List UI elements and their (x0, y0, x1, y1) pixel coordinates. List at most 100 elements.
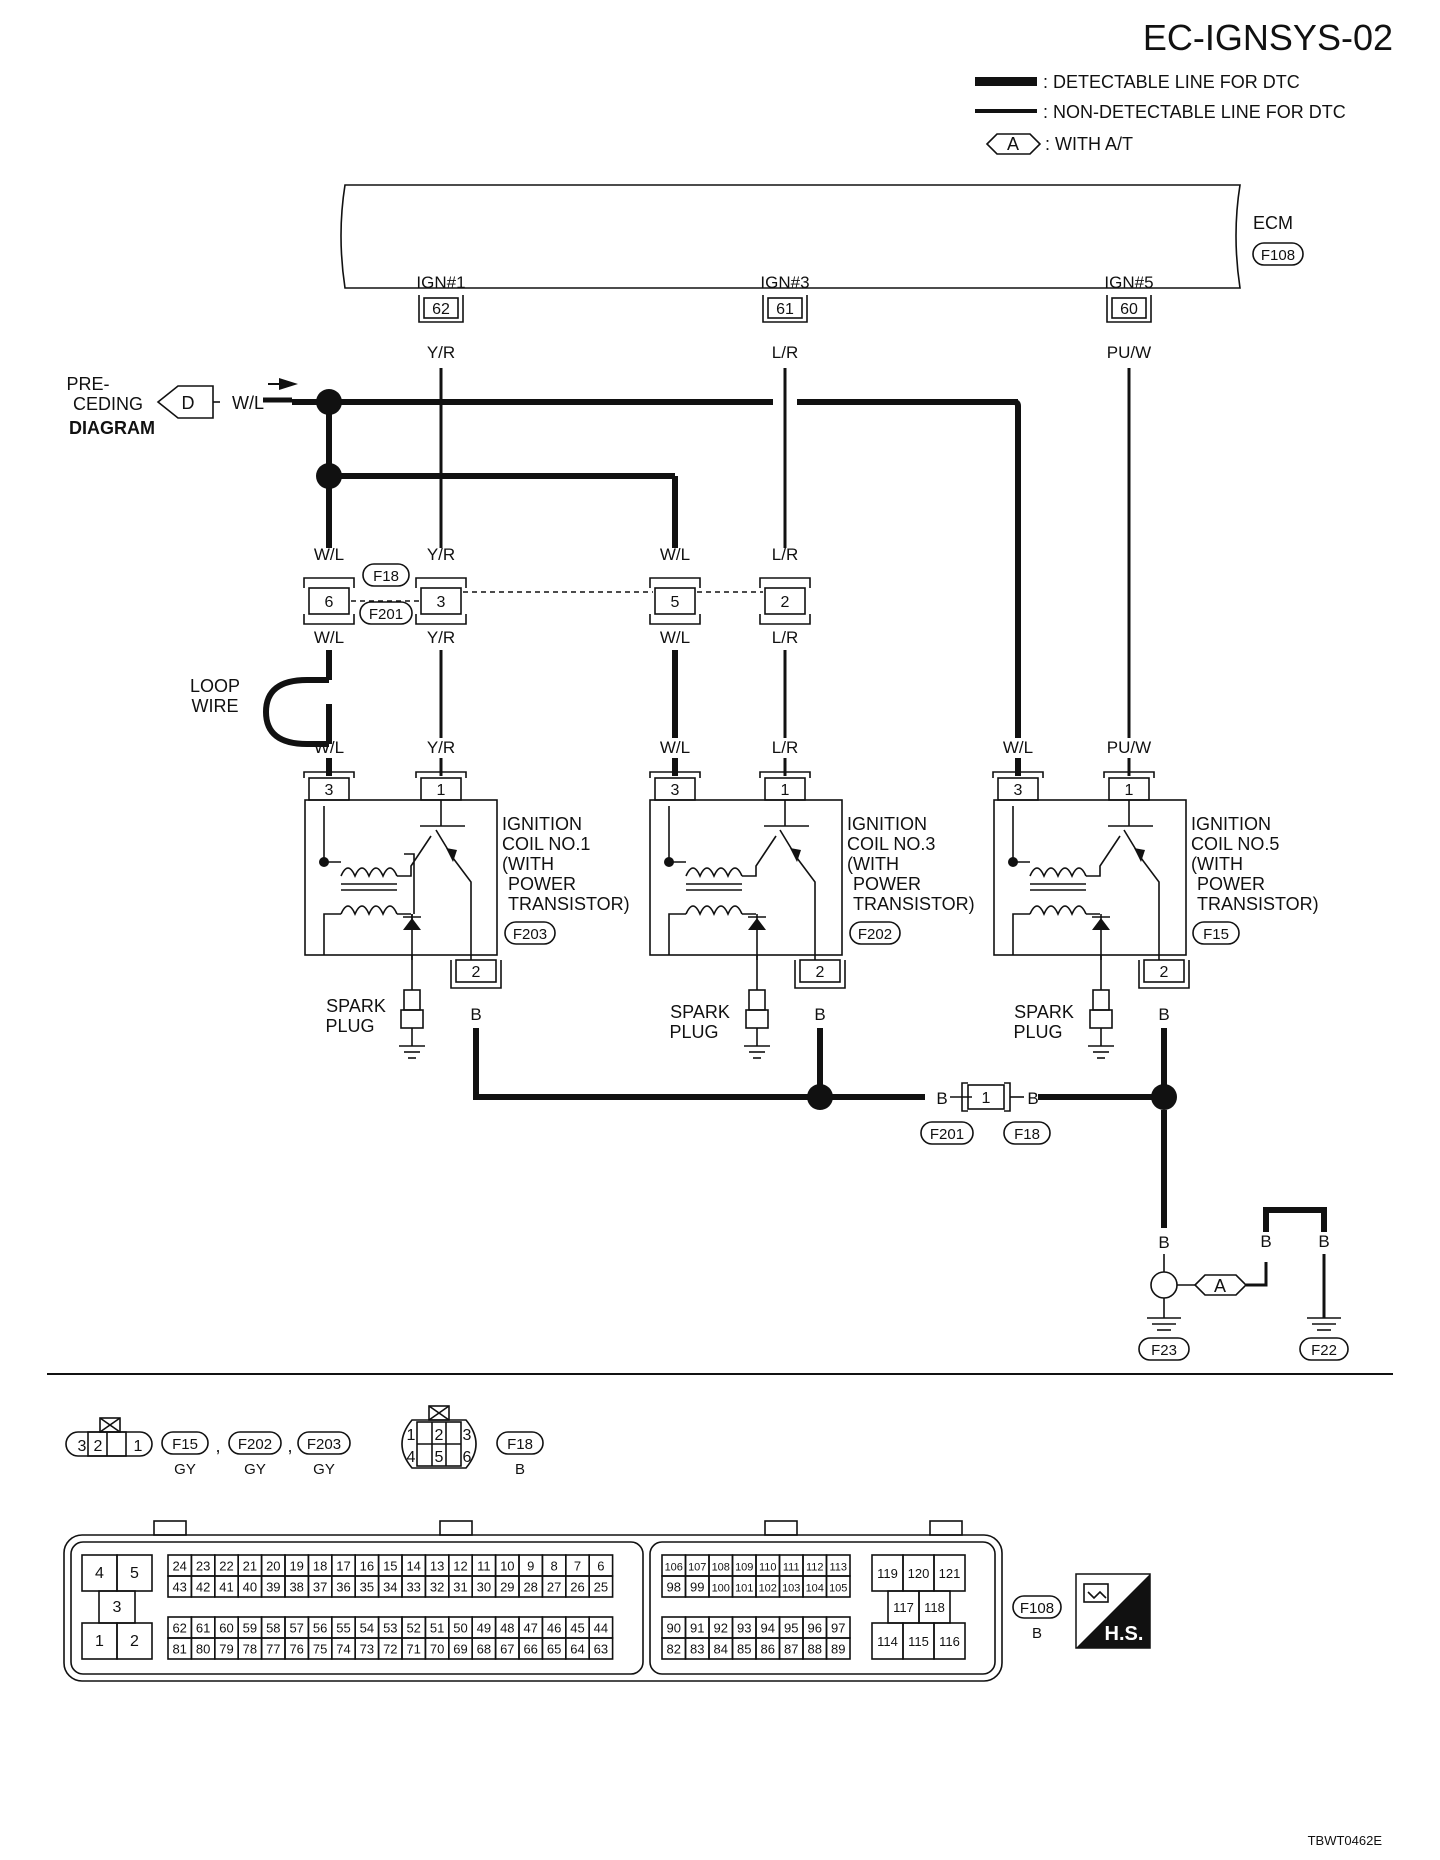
svg-text:PLUG: PLUG (325, 1016, 374, 1036)
legend-option-hexagon (985, 133, 1042, 155)
ecm-pin-number: 2 (130, 1633, 139, 1650)
ecm-pin-number: 9 (527, 1559, 534, 1574)
ecm-pin-number: 87 (784, 1642, 798, 1657)
diagram-title: EC-IGNSYS-02 (1143, 17, 1393, 58)
ecm-pin-number: 29 (500, 1580, 514, 1595)
svg-text:3: 3 (325, 782, 334, 799)
ecm-face-color: B (1032, 1625, 1042, 1642)
svg-text:3: 3 (463, 1427, 472, 1444)
svg-text:2: 2 (1160, 964, 1169, 981)
ecm-pin-number: 114 (877, 1634, 898, 1649)
ecm-pin-number: 47 (523, 1621, 537, 1636)
ecm-pin-number: 5 (130, 1565, 139, 1582)
ecm-pin-number: 109 (735, 1562, 753, 1574)
ecm-pin-number: 55 (336, 1621, 350, 1636)
ecm-terminal-ign3: IGN#3 61 L/R (760, 273, 809, 362)
ecm-pin-number: 70 (430, 1642, 444, 1657)
svg-text:LOOP: LOOP (190, 676, 240, 696)
ecm-pin-number: 81 (172, 1642, 186, 1657)
svg-text:F15: F15 (172, 1436, 198, 1453)
ecm-terminal-wire: L/R (772, 343, 798, 362)
ecm-pin-number: 113 (829, 1562, 847, 1574)
ecm-pin-number: 10 (500, 1559, 514, 1574)
ecm-pin-number: 49 (477, 1621, 491, 1636)
ecm-pin-number: 30 (477, 1580, 491, 1595)
junction-connector-f18-f201: W/L Y/R W/L L/R 6 3 5 2 F18 F201 W/L Y/R… (303, 545, 811, 647)
svg-text:5: 5 (435, 1449, 444, 1466)
svg-text:3: 3 (1014, 782, 1023, 799)
ground-joint-connector: B 1 B F201 F18 (920, 1082, 1051, 1145)
ecm-pin-number: 65 (547, 1642, 561, 1657)
ecm-pin-number: 106 (665, 1562, 683, 1574)
ecm-pin-number: 60 (219, 1621, 233, 1636)
ecm-pin-number: 25 (594, 1580, 608, 1595)
ecm-pin-number: 24 (172, 1559, 186, 1574)
ecm-pin-number: 38 (289, 1580, 303, 1595)
ecm-pin-number: 27 (547, 1580, 561, 1595)
ecm-pin-number: 23 (196, 1559, 210, 1574)
ecm-box (340, 184, 1241, 289)
ecm-pin-number: 107 (688, 1562, 706, 1574)
ecm-pin-number: 83 (690, 1642, 704, 1657)
svg-text:POWER: POWER (508, 874, 576, 894)
ecm-pin-number: 86 (761, 1642, 775, 1657)
svg-text:1: 1 (982, 1090, 991, 1107)
ecm-pin-number: 39 (266, 1580, 280, 1595)
svg-text:SPARK: SPARK (1014, 1002, 1074, 1022)
svg-text:F202: F202 (238, 1436, 272, 1453)
ecm-pin-cell (933, 1622, 966, 1660)
splice-junction (316, 389, 342, 415)
ecm-pin-number: 117 (893, 1600, 914, 1615)
svg-text:1: 1 (437, 782, 446, 799)
svg-text:4: 4 (407, 1449, 416, 1466)
svg-text:(WITH: (WITH (1191, 854, 1243, 874)
ecm-pin-number: 59 (243, 1621, 257, 1636)
hs-label: H.S. (1105, 1623, 1144, 1645)
svg-text:1: 1 (134, 1438, 143, 1455)
ecm-pin-number: 58 (266, 1621, 280, 1636)
ecm-pin-number: 98 (667, 1580, 681, 1595)
ecm-pin-number: 41 (219, 1580, 233, 1595)
ecm-pin-number: 110 (759, 1562, 777, 1574)
svg-text:L/R: L/R (772, 628, 798, 647)
ecm-pin-number: 96 (808, 1621, 822, 1636)
ecm-pin-number: 112 (806, 1562, 824, 1574)
svg-text:6: 6 (325, 594, 334, 611)
ecm-terminal-wire: PU/W (1107, 343, 1151, 362)
ecm-pin-number: 21 (243, 1559, 257, 1574)
svg-text:F202: F202 (858, 926, 892, 943)
svg-text:A: A (1214, 1276, 1226, 1296)
ecm-pin-number: 82 (667, 1642, 681, 1657)
svg-text:PLUG: PLUG (1013, 1022, 1062, 1042)
legend-option-text: : WITH A/T (1045, 134, 1133, 154)
svg-text:B: B (1027, 1089, 1038, 1108)
svg-text:GY: GY (313, 1461, 335, 1478)
ecm-pin-number: 91 (690, 1621, 704, 1636)
svg-text:2: 2 (94, 1438, 103, 1455)
ecm-pin-number: 111 (783, 1562, 800, 1574)
ecm-pin-number: 50 (453, 1621, 467, 1636)
svg-text:Y/R: Y/R (427, 738, 455, 757)
svg-text:3: 3 (78, 1438, 87, 1455)
svg-text:COIL NO.3: COIL NO.3 (847, 834, 935, 854)
ecm-pin-number: 79 (219, 1642, 233, 1657)
ecm-terminal-name: IGN#1 (416, 273, 465, 292)
ignition-coil-no1: W/L Y/R 3 1 2 IGNITION COIL NO.1 (WITH P… (303, 738, 630, 1059)
svg-text:W/L: W/L (314, 738, 344, 757)
svg-text:W/L: W/L (314, 545, 344, 564)
svg-text:F203: F203 (513, 926, 547, 943)
ecm-pin-number: 20 (266, 1559, 280, 1574)
ecm-terminal-wire: Y/R (427, 343, 455, 362)
ecm-pin-number: 119 (877, 1566, 898, 1581)
ground-points: B F23 A B B F22 (1138, 1110, 1349, 1361)
svg-text:B: B (1260, 1232, 1271, 1251)
ecm-pin-number: 74 (336, 1642, 350, 1657)
ecm-pin-number: 63 (594, 1642, 608, 1657)
svg-text:F23: F23 (1151, 1342, 1177, 1359)
svg-text:L/R: L/R (772, 738, 798, 757)
ecm-pin-number: 40 (243, 1580, 257, 1595)
